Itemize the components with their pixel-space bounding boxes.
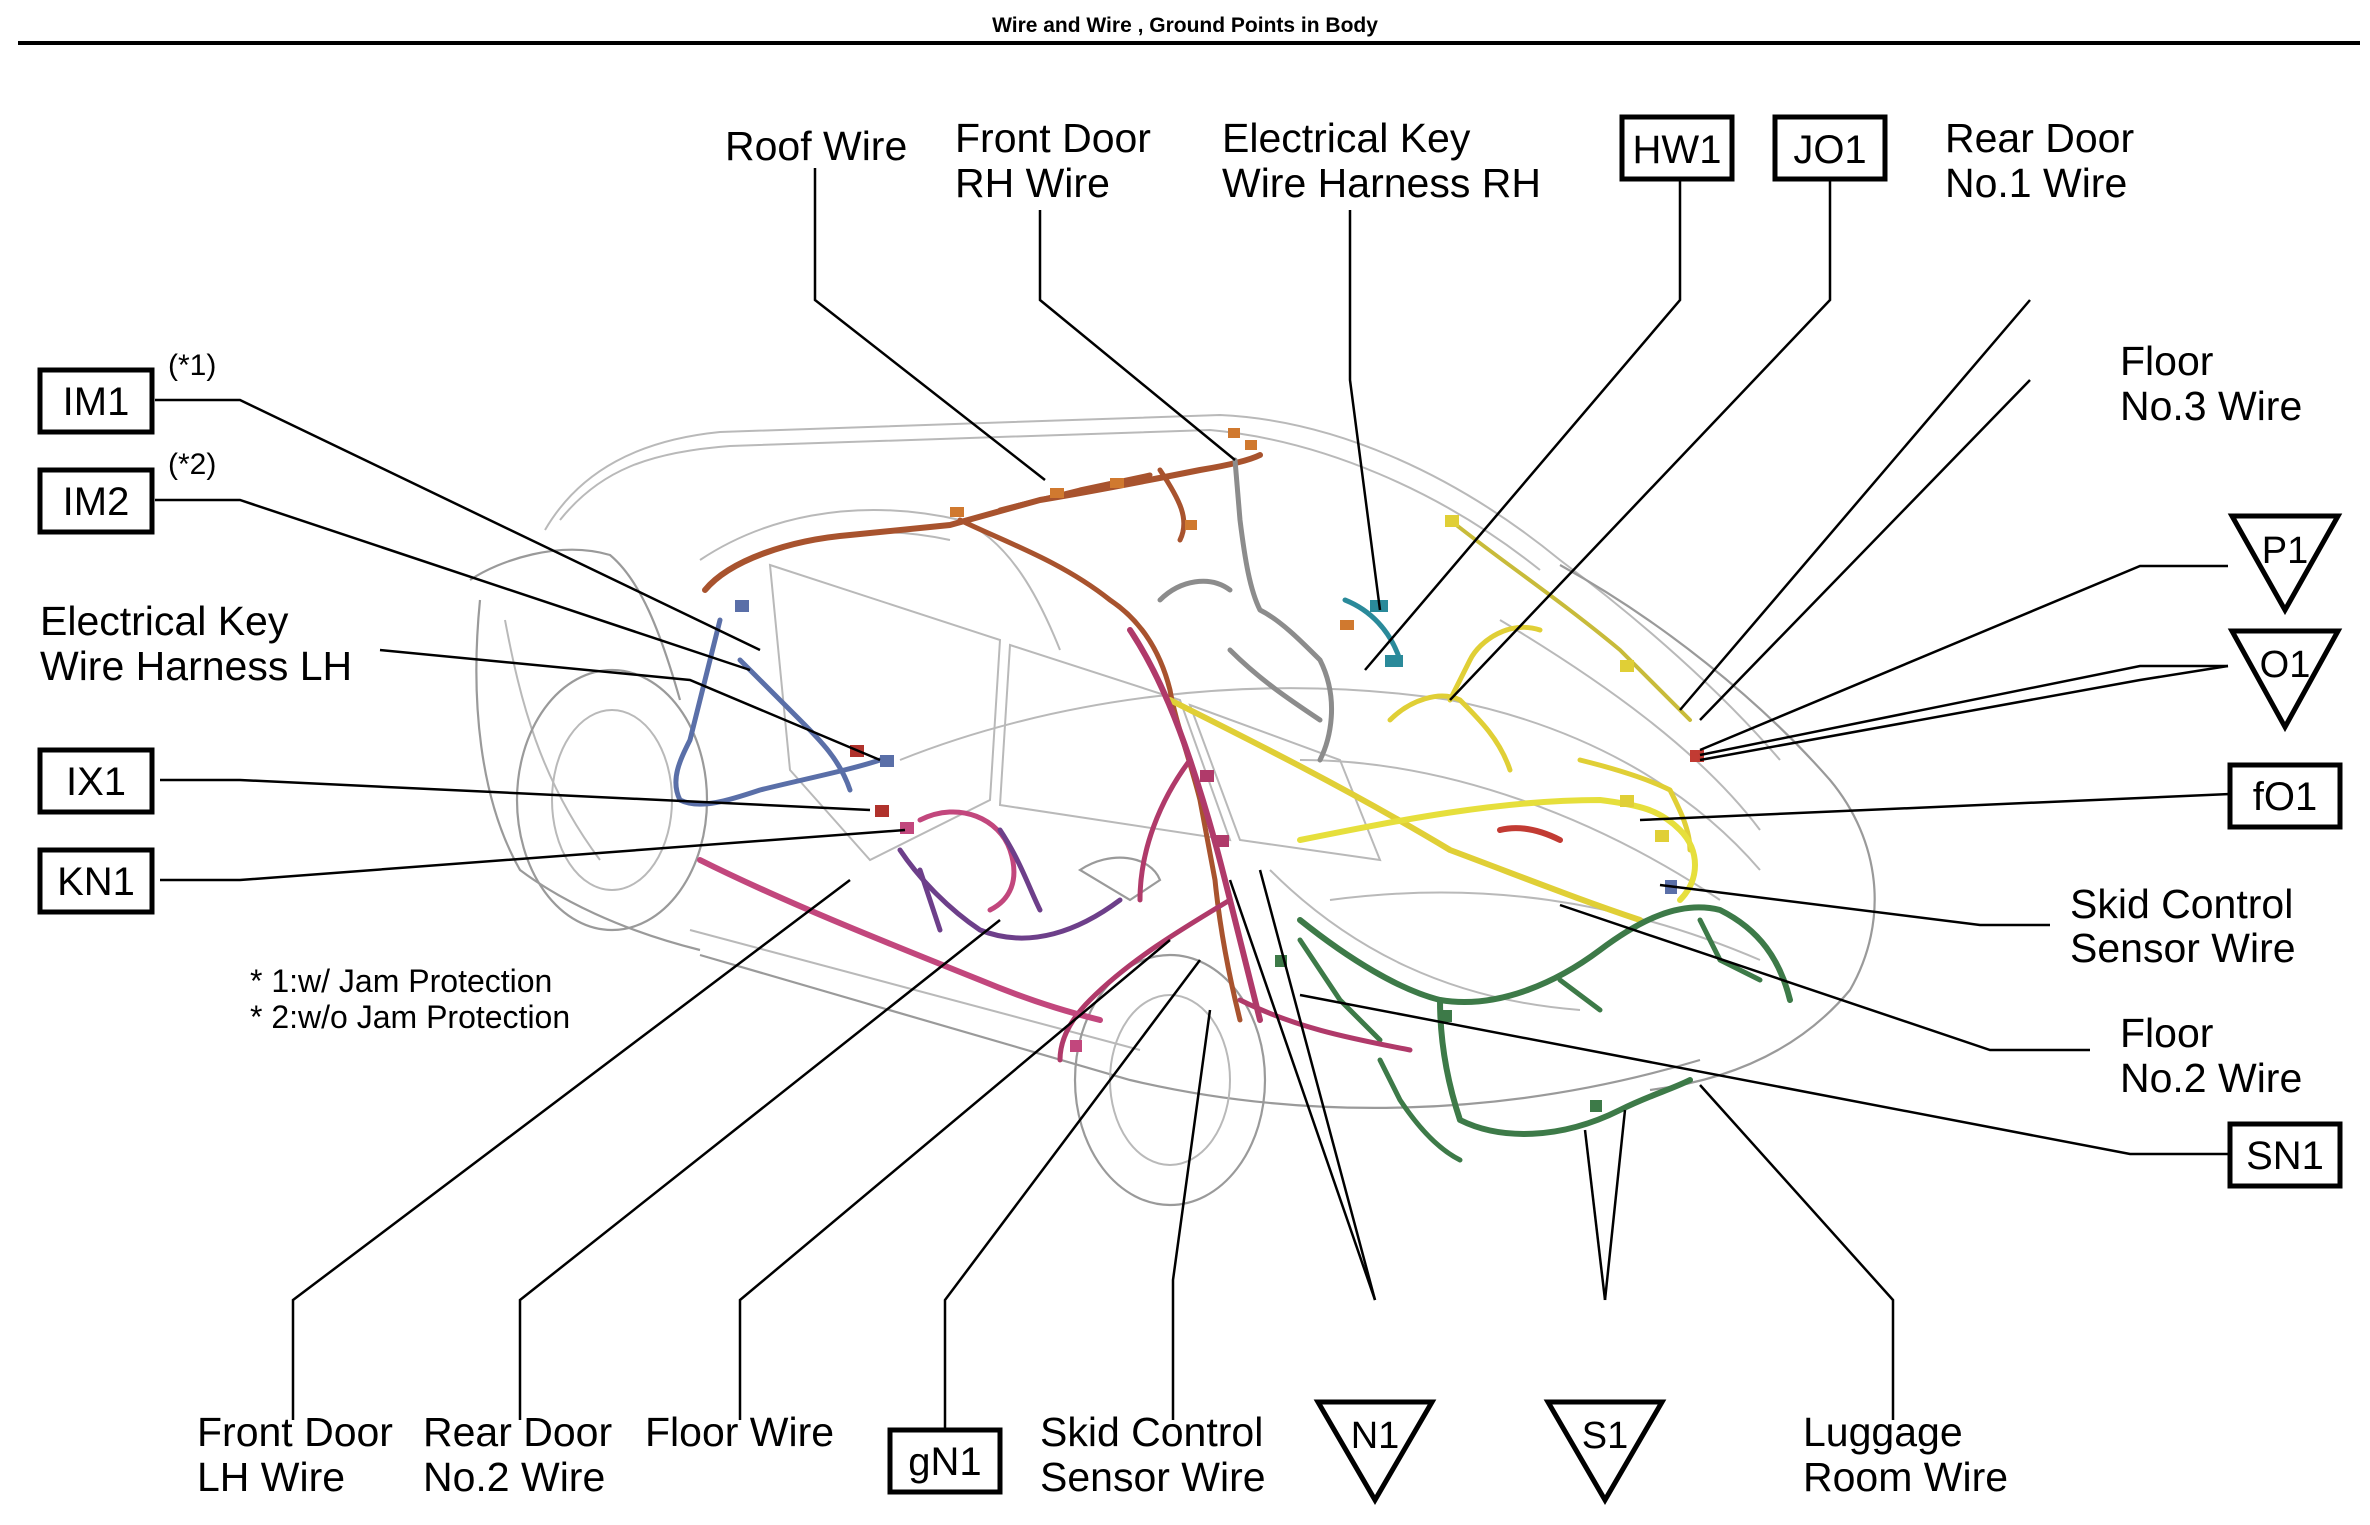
label-floor-no2-line2: No.2 Wire — [2120, 1055, 2302, 1101]
connector-ix1: IX1 — [37, 747, 155, 815]
label-floor-no3-line1: Floor — [2120, 338, 2213, 384]
front-wheel — [515, 668, 709, 932]
wire-labels: Roof Wire Front Door RH Wire Electrical … — [40, 115, 2302, 1500]
connector-sn1-label: SN1 — [2246, 1134, 2324, 1178]
label-elec-key-lh-line1: Electrical Key — [40, 598, 289, 644]
connector-im2-label: IM2 — [63, 480, 130, 524]
label-rear-door-no1-line2: No.1 Wire — [1945, 160, 2127, 206]
label-skid-right-line2: Sensor Wire — [2070, 925, 2296, 971]
label-floor-no2-line1: Floor — [2120, 1010, 2213, 1056]
note-no-jam-protection: * 2:w/o Jam Protection — [250, 999, 570, 1035]
label-skid-bottom-line2: Sensor Wire — [1040, 1454, 1266, 1500]
connector-fo1-label: fO1 — [2253, 775, 2317, 819]
connector-hw1: HW1 — [1619, 114, 1735, 182]
label-rear-door-no2-line2: No.2 Wire — [423, 1454, 605, 1500]
front-door-rh-wire-harness — [1232, 457, 1334, 763]
rear-wheel — [1073, 953, 1267, 1207]
label-front-door-lh-line2: LH Wire — [197, 1454, 345, 1500]
connector-jo1: JO1 — [1772, 114, 1888, 182]
ground-point-p1: P1 — [2227, 513, 2343, 616]
electrical-key-wire-rh-harness — [1342, 597, 1403, 663]
side-mirror — [1077, 856, 1162, 902]
front-door-lh-wire-harness — [697, 857, 1103, 1023]
connector-im1-label: IM1 — [63, 380, 130, 424]
label-skid-bottom-line1: Skid Control — [1040, 1409, 1263, 1455]
connector-im2: IM2 (*2) — [37, 448, 216, 535]
label-elec-key-rh-line2: Wire Harness RH — [1222, 160, 1541, 206]
connector-ix1-label: IX1 — [66, 760, 126, 804]
label-front-door-rh-line1: Front Door — [955, 115, 1151, 161]
connector-kn1: KN1 — [37, 847, 155, 915]
connector-sn1: SN1 — [2227, 1121, 2343, 1189]
connector-im2-note: (*2) — [168, 448, 216, 481]
rear-door-no1-wire-harness — [1448, 518, 1692, 722]
leader-lines — [155, 168, 2231, 1430]
connector-boxes: HW1 JO1 IM1 (*1) IM2 (*2) IX1 KN1 fO1 — [37, 114, 2343, 1495]
label-front-door-lh-line1: Front Door — [197, 1409, 393, 1455]
label-luggage-line1: Luggage — [1803, 1409, 1963, 1455]
floor-wire-harness — [1127, 627, 1263, 1023]
car-body-outline — [469, 413, 1876, 1207]
connector-gn1-label: gN1 — [908, 1440, 981, 1484]
connector-im1-note: (*1) — [168, 349, 216, 382]
floor-no2-wire-harness — [1297, 797, 1698, 903]
roof-wire-harness — [702, 452, 1263, 593]
label-front-door-rh-line2: RH Wire — [955, 160, 1110, 206]
label-luggage-line2: Room Wire — [1803, 1454, 2008, 1500]
ground-point-s1-label: S1 — [1582, 1415, 1628, 1457]
wire-harnesses — [673, 428, 1793, 1163]
luggage-room-wire-harness — [1297, 904, 1793, 1005]
label-floor-wire: Floor Wire — [645, 1409, 834, 1455]
connector-jo1-label: JO1 — [1793, 128, 1866, 172]
label-skid-right-line1: Skid Control — [2070, 881, 2293, 927]
ground-point-s1: S1 — [1543, 1399, 1667, 1505]
ground-point-p1-label: P1 — [2262, 530, 2308, 572]
connector-fo1: fO1 — [2227, 762, 2343, 830]
connector-gn1: gN1 — [887, 1427, 1003, 1495]
label-roof-wire: Roof Wire — [725, 123, 907, 169]
ground-point-n1: N1 — [1313, 1399, 1437, 1505]
note-jam-protection: * 1:w/ Jam Protection — [250, 963, 552, 999]
connector-hw1-label: HW1 — [1633, 128, 1722, 172]
ground-point-n1-label: N1 — [1351, 1415, 1400, 1457]
connector-im1: IM1 (*1) — [37, 349, 216, 435]
label-floor-no3-line2: No.3 Wire — [2120, 383, 2302, 429]
ground-point-o1-label: O1 — [2260, 644, 2311, 686]
label-elec-key-lh-line2: Wire Harness LH — [40, 643, 352, 689]
label-elec-key-rh-line1: Electrical Key — [1222, 115, 1471, 161]
ground-points: P1 O1 N1 S1 — [1313, 513, 2343, 1505]
label-rear-door-no2-line1: Rear Door — [423, 1409, 612, 1455]
floor-no3-wire-harness — [1167, 697, 1643, 923]
ground-point-o1: O1 — [2227, 628, 2343, 733]
label-rear-door-no1-line1: Rear Door — [1945, 115, 2134, 161]
roof-connector — [950, 507, 964, 517]
connector-kn1-label: KN1 — [57, 860, 135, 904]
page-title: Wire and Wire , Ground Points in Body — [992, 14, 1378, 37]
